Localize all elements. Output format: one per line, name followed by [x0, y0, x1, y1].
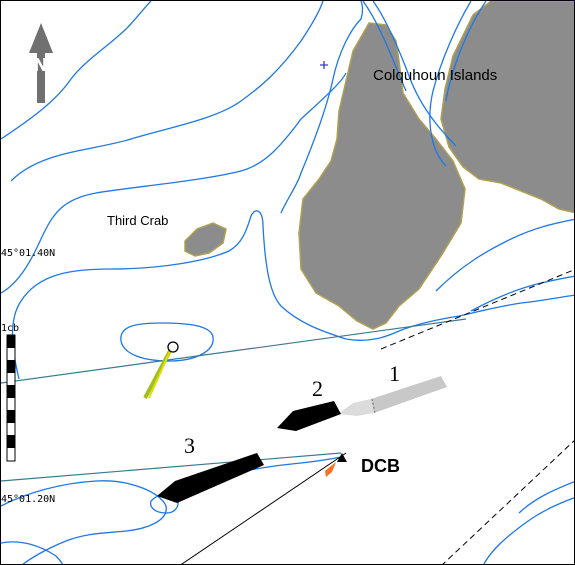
latitude-upper-label: 45°01.40N — [1, 248, 56, 259]
island-label: Colquhoun Islands — [373, 67, 498, 84]
contour-line — [1, 1, 152, 140]
contour-line — [362, 1, 407, 92]
latitude-lower-label: 45°01.20N — [1, 494, 56, 505]
vessel-2-label: 2 — [312, 376, 323, 401]
scale-segment — [7, 360, 15, 373]
track-line — [1, 318, 467, 384]
contour-line — [429, 1, 472, 167]
heading-vector-icon — [325, 462, 336, 477]
contour-line — [1, 480, 167, 564]
scale-segment — [7, 435, 15, 448]
contour-line — [280, 1, 364, 214]
colquhoun-island-west — [298, 22, 466, 330]
scale-segment — [7, 385, 15, 398]
plus-marker-icon — [320, 61, 328, 69]
contour-line — [483, 497, 574, 564]
vessel-1-label: 1 — [389, 361, 400, 386]
scale-segment — [7, 410, 15, 423]
scale-label: 1cb — [1, 323, 20, 334]
contour-line — [11, 210, 574, 380]
contour-line — [245, 456, 342, 472]
third-crab-rock — [184, 222, 227, 257]
contour-line — [372, 1, 457, 147]
contour-line — [120, 322, 214, 362]
north-arrow-icon — [29, 23, 53, 103]
colquhoun-island-east — [440, 1, 574, 214]
scale-segment — [7, 335, 15, 348]
contour-line — [518, 481, 574, 514]
vessel-1-icon[interactable] — [338, 376, 447, 416]
north-label: N — [33, 55, 49, 76]
contour-line — [445, 1, 487, 102]
dashed-track — [442, 440, 574, 564]
track-lines — [1, 269, 574, 564]
scale-bar — [6, 334, 16, 462]
vessel-3-icon[interactable] — [157, 453, 264, 503]
vessel-2-icon[interactable] — [277, 401, 341, 431]
buoy-icon[interactable] — [143, 341, 179, 399]
contour-line — [1, 541, 63, 564]
contour-line — [435, 218, 574, 292]
dcb-marker-icon[interactable] — [337, 453, 347, 462]
contour-line — [1, 72, 347, 294]
track-line — [181, 452, 347, 564]
vessel-3-label: 3 — [184, 433, 195, 458]
rock-label: Third Crab — [107, 213, 169, 228]
contour-line — [10, 1, 324, 182]
dashed-track — [380, 269, 574, 350]
track-line — [1, 452, 342, 482]
dcb-label: DCB — [361, 456, 400, 476]
